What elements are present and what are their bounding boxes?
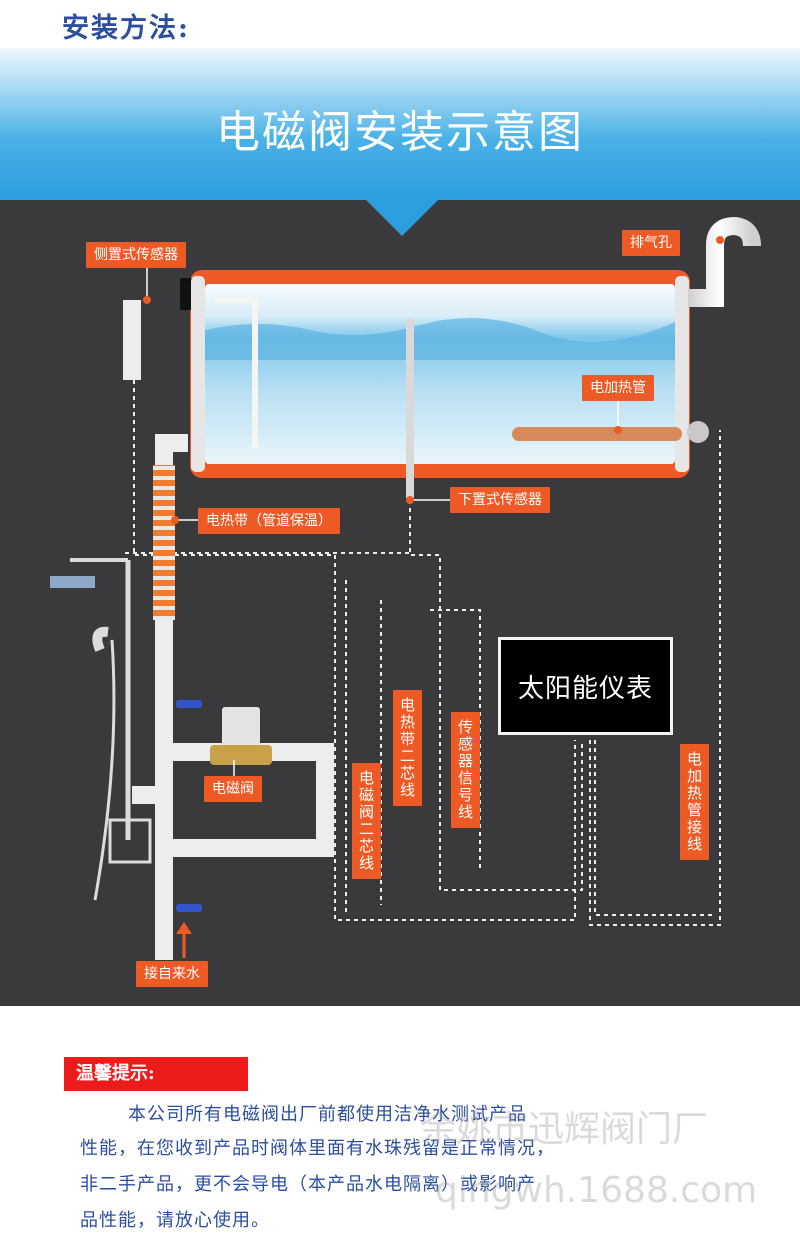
label-solenoid-valve-wire: 电磁阀二芯线 [352, 763, 381, 879]
label-heating-belt: 电热带（管道保温） [198, 508, 340, 534]
label-tap-water-inlet: 接自来水 [136, 961, 208, 987]
water-tank [180, 270, 709, 500]
label-solenoid-valve: 电磁阀 [204, 776, 262, 802]
banner-pointer [366, 200, 438, 236]
label-sensor-signal-wire: 传感器信号线 [451, 712, 480, 828]
solar-meter: 太阳能仪表 [498, 637, 673, 735]
shower-set [50, 558, 152, 901]
tips-line-1: 本公司所有电磁阀出厂前都使用洁净水测试产品 [128, 1104, 527, 1125]
inlet-arrow [176, 922, 192, 958]
connector-dot [171, 516, 179, 524]
label-vent-hole: 排气孔 [622, 230, 680, 256]
label-heating-tube-wire: 电加热管接线 [680, 744, 709, 860]
ball-valve-handle [176, 700, 202, 708]
label-side-sensor: 侧置式传感器 [86, 242, 186, 268]
banner [0, 48, 800, 200]
connector-dot [614, 426, 622, 434]
watermark-company: 余姚市迅辉阀门厂 [420, 1109, 709, 1150]
connector-dot [143, 296, 151, 304]
ball-valve-handle [176, 904, 202, 912]
label-bottom-sensor: 下置式传感器 [450, 487, 550, 513]
label-heating-belt-wire: 电热带二芯线 [393, 690, 422, 806]
tips-line-2: 性能，在您收到产品时阀体里面有水珠残留是正常情况， [80, 1138, 555, 1159]
connector-dot [716, 236, 724, 244]
connector-dot [406, 496, 414, 504]
vent-pipe [688, 216, 761, 307]
heating-belt-coil [153, 465, 175, 620]
tips-line-3: 非二手产品，更不会导电（本产品水电隔离）或影响产 [80, 1174, 536, 1195]
solenoid-valve-body [210, 707, 272, 765]
label-electric-heating-tube: 电加热管 [582, 375, 654, 401]
tips-line-4: 品性能，请放心使用。 [80, 1210, 270, 1231]
watermark-url: qingwh.1688.com [435, 1170, 758, 1211]
section-title: 安装方法: [62, 13, 190, 44]
wire-dashes [125, 300, 721, 926]
banner-title: 电磁阀安装示意图 [216, 107, 584, 158]
tips-title: 温馨提示: [64, 1057, 248, 1091]
